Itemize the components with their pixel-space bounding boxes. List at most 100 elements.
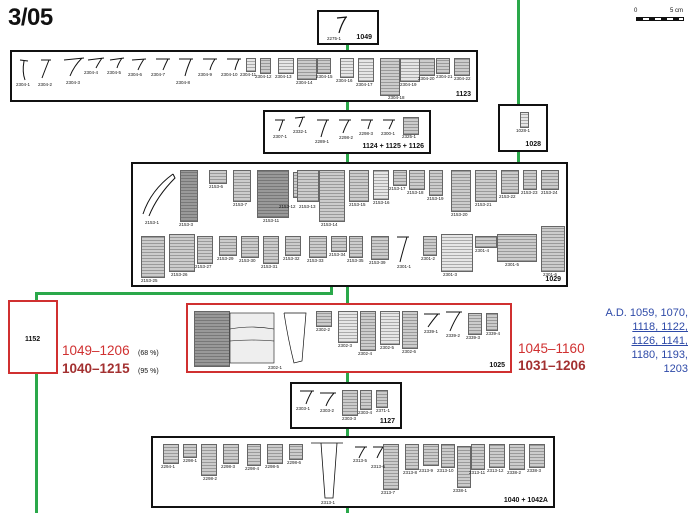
sherd-2339-3 — [468, 313, 482, 335]
radiocarbon-range-right: 1045–1160 1031–1206 — [518, 340, 628, 374]
sherd-2338-2 — [509, 444, 525, 470]
sherd-label: 2153-14 — [321, 222, 338, 227]
sherd-2153-22 — [501, 170, 519, 194]
sherd-label: 2313-7 — [381, 490, 396, 495]
sherd-2302-3 — [338, 311, 358, 343]
sherd-label: 2153-11 — [263, 218, 280, 223]
profile-2298-2 — [339, 119, 351, 134]
profile-2332-1 — [294, 116, 306, 128]
sherd-2153-20 — [451, 170, 471, 212]
sherd-label: 2298-1 — [183, 458, 198, 463]
sherd-label: 2153-30 — [239, 258, 256, 263]
profile-2153-1 — [142, 173, 176, 217]
phase-line-right — [517, 0, 520, 105]
range-95-left: 1040–1215 — [62, 361, 130, 376]
sherd-label: 2153-27 — [195, 264, 212, 269]
phase-line-left-horizontal — [35, 292, 333, 295]
sherd-label: 2304-5 — [107, 70, 122, 75]
profile-2298-3 — [361, 119, 373, 130]
sherd-2325-1 — [403, 117, 419, 135]
profile-2302-1 — [229, 312, 307, 364]
sherd-2298-2 — [201, 444, 217, 476]
sherd-label: 2153-7 — [233, 202, 248, 207]
sherd-2302-4 — [360, 311, 376, 351]
sherd-label: 2302-6 — [402, 349, 417, 354]
sherd-label: 2304-9 — [198, 72, 213, 77]
dendro-dates: A.D. 1059, 1070, 1118, 1122, 1126, 1141,… — [580, 306, 688, 376]
sherd-2298-4 — [247, 444, 261, 466]
sherd-label: 2153-33 — [307, 258, 324, 263]
sherd-label: 2301-2 — [421, 256, 436, 261]
sherd-label: 2338-3 — [527, 468, 542, 473]
sherd-label: 2153-35 — [347, 258, 364, 263]
sherd-label: 2304-15 — [316, 74, 333, 79]
sherd-label: 2304-3 — [66, 80, 81, 85]
sherd-label: 2301-5 — [505, 262, 520, 267]
pct-68-left: (68 %) — [138, 350, 159, 357]
dendro-line-5: 1203 — [663, 363, 688, 375]
sherd-label: 2313-6 — [371, 464, 386, 469]
sherd-2153-39 — [371, 236, 389, 260]
sherd-2153-17 — [393, 170, 407, 186]
sherd-label: 2325-1 — [402, 134, 417, 139]
dendro-line-1: A.D. 1059, 1070, — [605, 307, 688, 319]
sherd-label: 2300-1 — [381, 131, 396, 136]
profile-2300-1 — [383, 119, 395, 130]
box-label-1040-1042a: 1040 + 1042A — [503, 497, 548, 504]
sherd-label: 2304-11 — [240, 72, 257, 77]
dendro-line-3: 1126, 1141, — [631, 335, 688, 347]
sherd-label: 2313-10 — [437, 468, 454, 473]
sherd-2339-4 — [486, 313, 498, 331]
scale-five: 5 cm — [670, 8, 684, 14]
sherd-2153-19 — [429, 170, 443, 196]
sherd-label: 2304-17 — [356, 82, 373, 87]
sherd-label: 2304-19 — [400, 82, 417, 87]
box-label-1029: 1029 — [545, 276, 561, 283]
sherd-2153-14 — [319, 170, 345, 222]
profile-2303-2 — [320, 392, 336, 407]
sherd-2313-8 — [405, 444, 419, 470]
sherd-2153-21 — [475, 170, 497, 202]
sherd-label: 2304-13 — [275, 74, 292, 79]
sherd-2338-1 — [457, 446, 471, 488]
sherd-2313-7 — [383, 444, 399, 490]
scale-zero: 0 — [634, 8, 638, 14]
sherd-label: 2153-23 — [521, 190, 538, 195]
sherd-label: 2303-1 — [296, 406, 311, 411]
sherd-2153-7 — [233, 170, 251, 202]
sherd-label: 2298-5 — [265, 464, 280, 469]
sherd-2153-13 — [297, 170, 319, 202]
sherd-2153-11 — [257, 170, 289, 218]
profile-2304-1 — [19, 59, 29, 81]
sherd-label: 2302-3 — [338, 343, 353, 348]
sherd-label: 2304-16 — [336, 78, 353, 83]
sherd-2153-16 — [373, 170, 389, 200]
box-label-1025: 1025 — [489, 362, 505, 369]
sherd-label: 2153-26 — [171, 272, 188, 277]
sherd-2153-33 — [309, 236, 327, 258]
sherd-label: 2304-12 — [255, 74, 272, 79]
sherd-2304-11 — [246, 58, 256, 72]
context-box-1028: 1028-1 1028 — [498, 104, 548, 152]
pct-95-left: (95 %) — [138, 368, 159, 375]
sherd-2153-24 — [541, 170, 559, 190]
sherd-label: 2313-5 — [353, 458, 368, 463]
sherd-label: 2339-2 — [446, 333, 461, 338]
sherd-label: 2275-1 — [327, 36, 342, 41]
sherd-2304-13 — [278, 58, 294, 74]
sherd-label: 2298-3 — [359, 131, 374, 136]
box-label-1127: 1127 — [379, 418, 395, 425]
sherd-label: 2289-1 — [315, 139, 330, 144]
sherd-label: 2153-19 — [427, 196, 444, 201]
sherd-2313-11 — [471, 444, 485, 470]
sherd-label: 2153-25 — [141, 278, 158, 283]
sherd-label: 2298-4 — [245, 466, 260, 471]
sherd-label: 2298-2 — [339, 135, 354, 140]
profile-2304-9 — [203, 58, 217, 71]
context-box-1127: 2303-1 2303-2 2303-3 2303-4 2371-1 1127 — [290, 382, 402, 429]
sherd-label: 2338-2 — [507, 470, 522, 475]
dendro-line-2: 1118, 1122, — [632, 321, 688, 333]
sherd-2153-34 — [331, 236, 347, 252]
sherd-label: 2304-10 — [221, 72, 238, 77]
sherd-2302-5 — [380, 311, 400, 345]
